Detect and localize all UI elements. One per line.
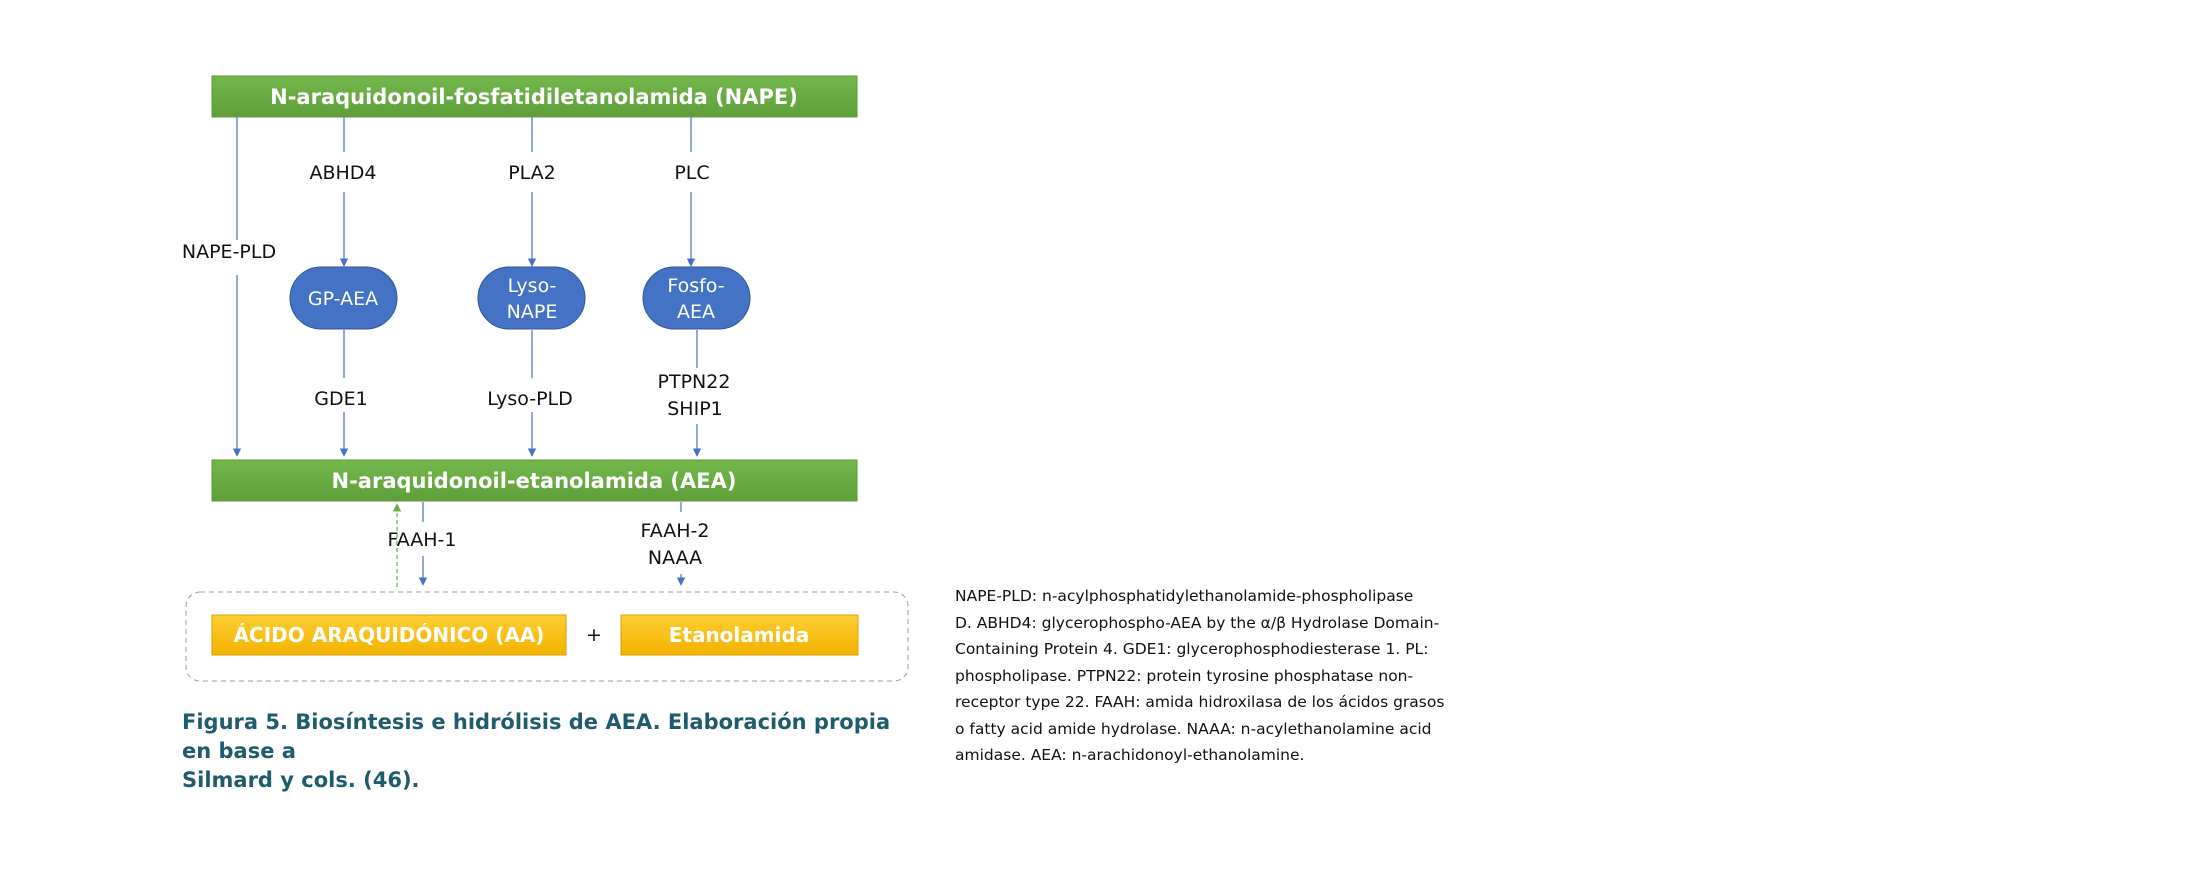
product-etanolamida-label: Etanolamida	[669, 623, 810, 647]
legend-line: amidase. AEA: n-arachidonoyl-ethanolamin…	[955, 746, 1305, 764]
legend-line: receptor type 22. FAAH: amida hidroxilas…	[955, 693, 1445, 711]
products-container	[185, 591, 909, 682]
legend-line: Containing Protein 4. GDE1: glycerophosp…	[955, 640, 1429, 658]
node-fosfo-aea-line2: AEA	[677, 301, 715, 323]
legend-line: D. ABHD4: glycerophospho-AEA by the α/β …	[955, 613, 1440, 632]
enzyme-ship1: SHIP1	[667, 398, 723, 420]
nape-bar: N-araquidonoil-fosfatidiletanolamida (NA…	[211, 75, 858, 118]
aea-bar: N-araquidonoil-etanolamida (AEA)	[211, 459, 858, 502]
enzyme-nape-pld: NAPE-PLD	[182, 241, 276, 263]
product-etanolamida: Etanolamida	[620, 614, 859, 656]
plus-sign: +	[586, 624, 602, 646]
product-aa-label: ÁCIDO ARAQUIDÓNICO (AA)	[234, 623, 545, 647]
pathway-lines	[232, 117, 702, 457]
figure-caption: Figura 5. Biosíntesis e hidrólisis de AE…	[182, 708, 922, 795]
product-aa: ÁCIDO ARAQUIDÓNICO (AA)	[211, 614, 567, 656]
hydrolysis-lines	[392, 502, 686, 587]
figure-caption-line2: Silmard y cols. (46).	[182, 768, 420, 792]
legend-line: phospholipase. PTPN22: protein tyrosine …	[955, 666, 1414, 685]
enzyme-pla2: PLA2	[508, 162, 556, 184]
node-lyso-nape: Lyso- NAPE	[477, 266, 586, 330]
nape-bar-label: N-araquidonoil-fosfatidiletanolamida (NA…	[270, 85, 798, 109]
legend-line: o fatty acid amide hydrolase. NAAA: n-ac…	[955, 719, 1432, 738]
enzyme-plc: PLC	[674, 162, 709, 184]
aea-bar-label: N-araquidonoil-etanolamida (AEA)	[332, 469, 737, 493]
figure-caption-line1: Figura 5. Biosíntesis e hidrólisis de AE…	[182, 710, 891, 763]
enzyme-faah2: FAAH-2	[641, 520, 710, 542]
node-gp-aea-label: GP-AEA	[308, 288, 378, 310]
enzyme-naaa: NAAA	[648, 547, 702, 569]
node-lyso-nape-line1: Lyso-	[508, 275, 557, 297]
enzyme-ptpn22: PTPN22	[658, 371, 731, 393]
enzyme-lyso-pld: Lyso-PLD	[487, 388, 573, 410]
legend-line: NAPE-PLD: n-acylphosphatidylethanolamide…	[955, 587, 1414, 605]
node-fosfo-aea-line1: Fosfo-	[667, 275, 724, 297]
node-gp-aea: GP-AEA	[289, 266, 398, 330]
node-fosfo-aea: Fosfo- AEA	[642, 266, 751, 330]
enzyme-faah1: FAAH-1	[388, 529, 457, 551]
abbreviations-legend: NAPE-PLD: n-acylphosphatidylethanolamide…	[955, 583, 1465, 769]
enzyme-gde1: GDE1	[314, 388, 367, 410]
node-lyso-nape-line2: NAPE	[507, 301, 558, 323]
enzyme-abhd4: ABHD4	[309, 162, 376, 184]
